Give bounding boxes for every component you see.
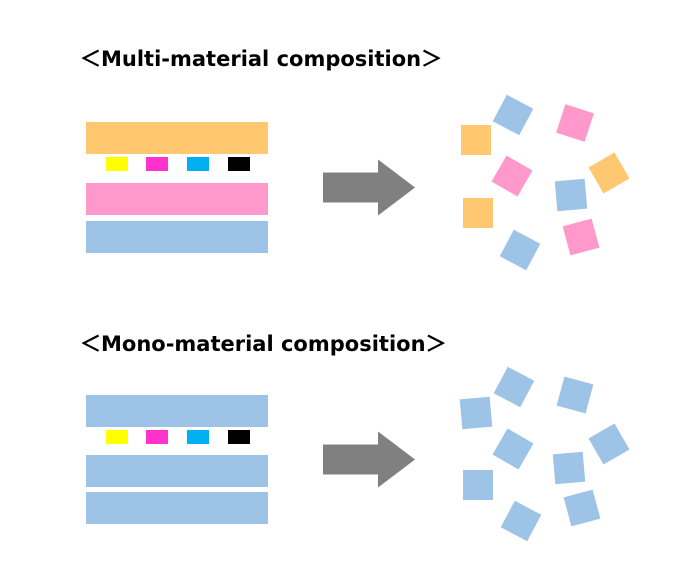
film-layer-blue	[86, 492, 268, 524]
ink-square-magenta	[146, 157, 168, 171]
recycled-piece-orange	[461, 125, 491, 155]
ink-square-magenta	[146, 430, 168, 444]
mono-material-title: ＜Mono-material composition＞	[80, 332, 447, 356]
ink-square-black	[228, 157, 250, 171]
multi-material-diagram	[86, 94, 630, 271]
recycled-piece-blue	[459, 396, 493, 430]
recycled-piece-blue	[493, 366, 535, 408]
film-layer-pink	[86, 183, 268, 215]
recycled-piece-blue	[563, 489, 601, 527]
ink-square-yellow	[106, 430, 128, 444]
multi-material-title: ＜Multi-material composition＞	[80, 47, 443, 71]
recycled-piece-orange	[588, 152, 630, 194]
ink-square-black	[228, 430, 250, 444]
ink-square-cyan	[187, 157, 209, 171]
process-arrow	[323, 431, 415, 488]
recycled-piece-pink	[491, 155, 533, 197]
recycled-piece-blue	[500, 500, 542, 542]
mono-material-diagram	[86, 366, 630, 542]
recycled-piece-blue	[552, 451, 586, 485]
process-arrow	[323, 159, 415, 216]
ink-square-yellow	[106, 157, 128, 171]
recycled-piece-blue	[463, 470, 493, 500]
recycled-piece-pink	[562, 218, 600, 256]
film-layer-blue	[86, 221, 268, 253]
recycled-piece-blue	[588, 423, 630, 465]
recycled-piece-blue	[554, 178, 588, 212]
film-layer-blue	[86, 395, 268, 427]
film-layer-blue	[86, 455, 268, 487]
ink-square-cyan	[187, 430, 209, 444]
recycled-piece-blue	[492, 428, 534, 470]
recycled-piece-blue	[492, 94, 534, 136]
recycled-piece-blue	[499, 229, 541, 271]
recycled-piece-blue	[556, 376, 594, 414]
recycled-piece-pink	[556, 104, 594, 142]
recycled-piece-orange	[463, 198, 493, 228]
film-layer-orange	[86, 122, 268, 154]
